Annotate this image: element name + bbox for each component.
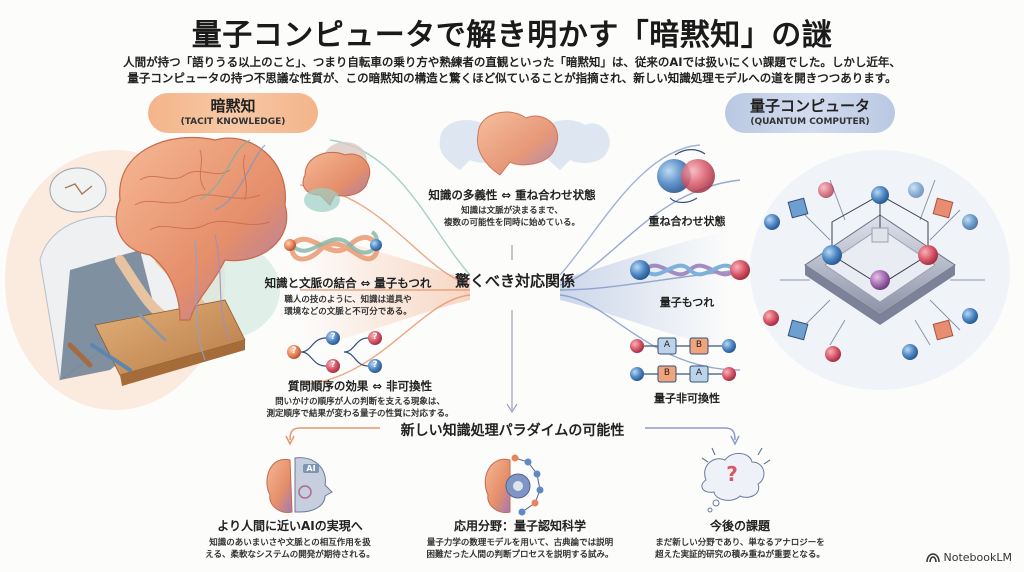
question-mark: ? xyxy=(330,332,336,342)
quantum-computer-en: (QUANTUM COMPUTER) xyxy=(750,117,870,127)
paradigm-item-heading: 応用分野：量子認知科学 xyxy=(453,519,586,533)
paradigm-item-human-like-ai: より人間に近いAIの実現へ 知識のあいまいさや文脈との相互作用を扱 える、柔軟な… xyxy=(180,517,400,561)
superposition-label: 重ね合わせ状態 xyxy=(648,215,726,228)
superposition-icon xyxy=(657,149,715,204)
tacit-knowledge-pill: 暗黙知 (TACIT KNOWLEDGE) xyxy=(148,93,318,133)
infinity-knot-icon xyxy=(284,230,382,262)
paradigm-item-desc-line-2: える、柔軟なシステムの開発が期待される。 xyxy=(205,550,375,560)
correspondence-heading: 知識と文脈の結合 ⇔ 量子もつれ xyxy=(264,276,432,290)
notebooklm-brand: NotebookLM xyxy=(925,551,1012,564)
thought-cloud-question-icon xyxy=(701,447,771,513)
paradigm-item-desc-line-1: まだ新しい分野であり、単なるアナロジーを xyxy=(655,538,825,548)
paradigm-item-heading: 今後の課題 xyxy=(709,519,770,533)
paradigm-item-desc-line-1: 知識のあいまいさや文脈との相互作用を扱 xyxy=(209,538,371,548)
noncommutativity-icon xyxy=(630,337,736,383)
intro-line-2: 量子コンピュータの持つ不思議な性質が、この暗黙知の構造と驚くほど似ていることが指… xyxy=(127,71,897,85)
correspondence-entanglement: 知識と文脈の結合 ⇔ 量子もつれ 職人の技のように、知識は道具や 環境などの文脈… xyxy=(248,275,448,318)
notebooklm-logo-icon xyxy=(925,552,940,562)
correspondence-superposition: 知識の多義性 ⇔ 重ね合わせ状態 知識は文脈が決まるまで、 複数の可能性を同時に… xyxy=(412,187,612,229)
correspondence-noncommutativity: 質問順序の効果 ⇔ 非可換性 問いかけの順序が人の判断を支える現象は、 測定順序… xyxy=(240,378,480,420)
correspondence-heading: 知識の多義性 ⇔ 重ね合わせ状態 xyxy=(428,188,596,202)
correspondence-desc-line-1: 問いかけの順序が人の判断を支える現象は、 xyxy=(275,397,445,407)
paradigm-item-future-challenges: 今後の課題 まだ新しい分野であり、単なるアナロジーを 超えた実証的研究の積み重ね… xyxy=(630,517,850,561)
entanglement-label: 量子もつれ xyxy=(659,296,715,309)
quantum-computer-pill: 量子コンピュータ (QUANTUM COMPUTER) xyxy=(725,93,895,133)
question-mark: ? xyxy=(330,360,336,370)
flow-band-right xyxy=(560,230,730,350)
surprising-correspondence-label: 驚くべき対応関係 xyxy=(454,272,575,290)
gate-a-label: A xyxy=(663,340,671,350)
question-mark: ? xyxy=(372,360,378,370)
paradigm-item-desc-line-2: 困難だった人間の判断プロセスを説明する試み。 xyxy=(426,550,614,560)
correspondence-desc-line-1: 知識は文脈が決まるまで、 xyxy=(461,206,563,216)
correspondence-heading: 質問順序の効果 ⇔ 非可換性 xyxy=(287,379,433,393)
brain-gear-network-icon xyxy=(484,454,544,516)
brain-ai-head-icon xyxy=(266,457,333,514)
question-order-icon xyxy=(287,331,382,373)
quantum-computer-jp: 量子コンピュータ xyxy=(749,97,870,115)
intro-line-1: 人間が持つ「語りうる以上のこと」、つまり自転車の乗り方や熟練者の直観といった「暗… xyxy=(123,55,901,69)
noncommutativity-label: 量子非可換性 xyxy=(654,392,720,405)
large-brain-illustration xyxy=(115,136,288,361)
paradigm-item-heading: より人間に近いAIの実現へ xyxy=(217,519,363,533)
correspondence-desc-line-2: 環境などの文脈と不可分である。 xyxy=(284,307,412,317)
intro-text: 人間が持つ「語りうる以上のこと」、つまり自転車の乗り方や熟練者の直観といった「暗… xyxy=(100,54,924,86)
brand-label: NotebookLM xyxy=(943,551,1012,564)
gate-b-label: B xyxy=(663,368,671,378)
paradigm-item-quantum-cognition: 応用分野：量子認知科学 量子力学の数理モデルを用いて、古典論では説明 困難だった… xyxy=(400,517,640,561)
ai-badge: AI xyxy=(303,464,319,473)
quantum-chip-illustration xyxy=(750,150,1010,390)
cloud-question-mark: ? xyxy=(726,462,738,486)
gate-b-label: B xyxy=(695,340,703,350)
paradigm-item-desc-line-2: 超えた実証的研究の積み重ねが重要となる。 xyxy=(655,550,825,560)
gate-a-label: A xyxy=(695,368,703,378)
entanglement-icon xyxy=(630,260,750,280)
paradigm-item-desc-line-1: 量子力学の数理モデルを用いて、古典論では説明 xyxy=(426,538,614,548)
tacit-knowledge-jp: 暗黙知 xyxy=(210,97,256,115)
correspondence-desc-line-2: 測定順序で結果が変わる量子の性質に対応する。 xyxy=(266,409,454,419)
small-brain-icon-group xyxy=(302,142,371,212)
correspondence-desc-line-2: 複数の可能性を同時に始めている。 xyxy=(443,218,580,228)
tacit-knowledge-en: (TACIT KNOWLEDGE) xyxy=(180,117,286,127)
page-title: 量子コンピュータで解き明かす「暗黙知」の謎 xyxy=(191,18,833,53)
question-mark: ? xyxy=(372,332,378,342)
overlapping-brains-icon xyxy=(439,111,610,176)
question-mark: ? xyxy=(291,346,297,356)
correspondence-desc-line-1: 職人の技のように、知識は道具や xyxy=(284,295,412,305)
paradigm-title: 新しい知識処理パラダイムの可能性 xyxy=(380,420,645,440)
